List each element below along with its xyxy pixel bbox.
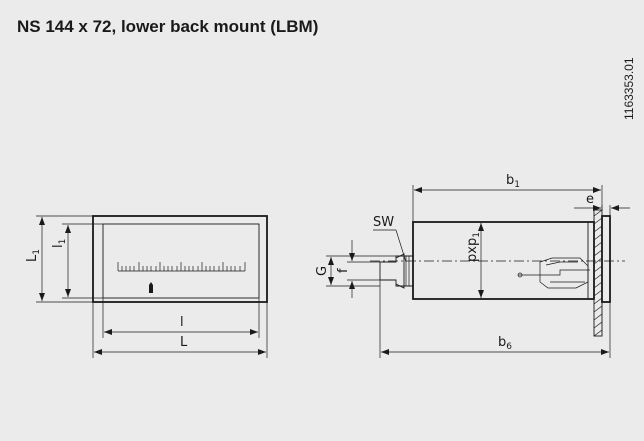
page-title: NS 144 x 72, lower back mount (LBM) xyxy=(17,17,319,36)
dim-b6-lines xyxy=(379,280,611,358)
front-dial-window xyxy=(102,223,260,299)
dim-L1-lines xyxy=(36,215,93,303)
dim-f-label: f xyxy=(336,268,351,273)
pointer-icon xyxy=(149,282,153,293)
dim-b6-label: b6 xyxy=(498,335,512,352)
instrument-case xyxy=(412,221,595,300)
dim-SW-label: SW xyxy=(373,215,394,230)
dim-l1-lines xyxy=(62,223,103,299)
dim-G-label: G xyxy=(315,266,330,276)
dim-e-label: e xyxy=(586,192,594,207)
dim-L-lines xyxy=(92,302,268,358)
bezel-flange xyxy=(601,215,611,303)
front-bezel-outline xyxy=(92,215,268,303)
dim-b1-lines xyxy=(412,185,603,222)
dim-l1-label: l1 xyxy=(51,239,68,248)
dial-scale xyxy=(117,262,246,272)
pressure-connection xyxy=(379,253,413,289)
dim-pxp1-label: pxp1 xyxy=(465,232,482,262)
dim-L1-label: L1 xyxy=(25,249,42,262)
dim-e-lines xyxy=(574,205,630,216)
mechanism-sketch xyxy=(517,257,590,289)
mounting-panel xyxy=(593,209,603,337)
side-view: b1 e SW G xyxy=(315,173,630,358)
dim-L-label: L xyxy=(180,335,188,350)
dim-f-lines xyxy=(347,240,380,298)
dim-l-label: l xyxy=(180,315,184,330)
front-view: L1 l1 l L xyxy=(25,215,268,358)
dim-b1-label: b1 xyxy=(506,173,520,190)
dim-l-lines xyxy=(102,298,260,338)
